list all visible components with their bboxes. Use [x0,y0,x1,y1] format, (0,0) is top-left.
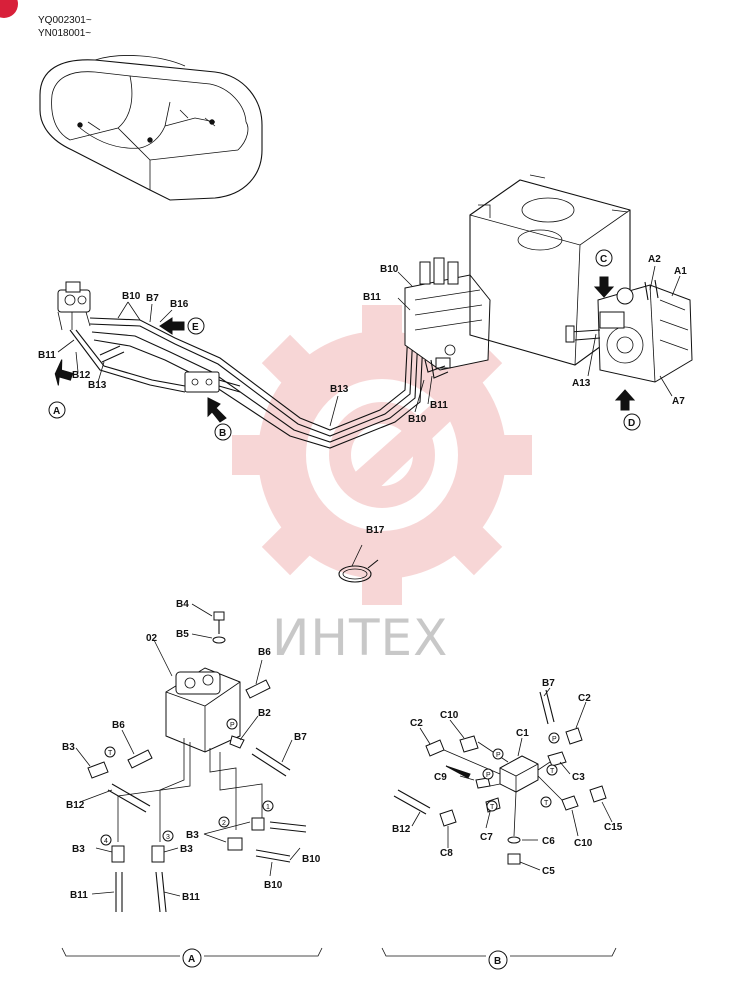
label-detail-b-c10-upper: C10 [440,710,459,721]
marker-d-circle [623,413,641,431]
label-detail-b-c6: C6 [542,836,555,847]
pilot-lines [69,304,443,449]
mark-detail-b-p3: P [486,772,491,779]
mark-detail-b-t1: T [550,768,555,775]
detail-a-illustration [61,603,323,957]
label-detail-a-b3-left: B3 [62,742,75,753]
label-detail-a-b6-upper: B6 [258,647,271,658]
label-detail-a-b10-lower: B10 [264,880,283,891]
manifold-block-b [184,371,241,393]
pilot-valve-left [57,281,91,331]
label-detail-a-b5: B5 [176,629,189,640]
label-b11-left: B11 [38,350,56,361]
label-detail-a-b12: B12 [66,800,85,811]
label-detail-b-c1: C1 [516,728,529,739]
detail-b-illustration [381,687,617,957]
label-b13-mid: B13 [330,384,349,395]
marker-c-circle [595,249,613,267]
arrow-A-icon [54,359,74,386]
detail-a-caption-circle [182,948,202,968]
label-detail-b-c9: C9 [434,772,447,783]
label-detail-b-c2-left: C2 [410,718,423,729]
label-detail-b-c7: C7 [480,832,493,843]
arrow-C-icon [593,276,615,298]
corner-badge-icon [0,0,18,18]
label-b13-left: B13 [88,380,107,391]
leader-lines-top [57,265,681,427]
mark-detail-a-2: 2 [222,820,226,827]
watermark-text: ИНТЕХ [272,609,448,667]
marker-a-circle [48,401,66,419]
serial-line-2: YN018001~ [38,28,91,39]
label-detail-a-02: 02 [146,633,158,644]
label-b12-top: B12 [72,370,91,381]
label-detail-b-c15: C15 [604,822,623,833]
detail-b-caption-circle [488,950,508,970]
label-detail-b-c2-right: C2 [578,693,591,704]
label-a-top: A [53,406,60,417]
mark-detail-a-3: 3 [166,834,170,841]
label-detail-a-b11-right: B11 [182,892,200,903]
machine-overview-illustration [39,55,263,201]
label-detail-a-b10-upper: B10 [302,854,321,865]
marker-e-circle [187,317,205,335]
label-a7: A7 [672,396,685,407]
mark-detail-b-t2: T [490,804,495,811]
label-b11-lower: B11 [430,400,448,411]
label-detail-b-c10-lower: C10 [574,838,593,849]
marker-b-circle [214,423,232,441]
label-b-top: B [219,428,226,439]
mark-detail-b-t3: T [544,800,549,807]
label-a13: A13 [572,378,591,389]
label-d: D [628,418,635,429]
detail-b-caption: B [494,956,501,967]
mark-detail-a-t: T [108,750,113,757]
mark-detail-a-4: 4 [104,838,108,845]
label-detail-b-c8: C8 [440,848,453,859]
label-detail-a-b3-lower-left: B3 [72,844,85,855]
label-detail-b-b12: B12 [392,824,411,835]
label-detail-a-b4: B4 [176,599,189,610]
label-detail-a-b2: B2 [258,708,271,719]
mark-detail-b-p1: P [496,752,501,759]
valve-lines [424,359,449,379]
serial-line-1: YQ002301~ [38,15,92,26]
control-valve [404,257,491,371]
label-b10-valve: B10 [380,264,399,275]
label-detail-b-c5: C5 [542,866,555,877]
mark-detail-a-1: 1 [266,804,270,811]
arrow-E-icon [159,317,185,335]
clamp-part [338,544,379,583]
arrow-D-icon [614,389,636,411]
label-detail-a-b7: B7 [294,732,307,743]
label-detail-a-b11-left: B11 [70,890,88,901]
detail-a-caption: A [188,954,195,965]
arrow-B-icon [207,397,227,423]
label-b10-lower: B10 [408,414,427,425]
label-detail-b-b7: B7 [542,678,555,689]
label-detail-a-b6-left: B6 [112,720,125,731]
hydraulic-pump [565,279,693,383]
label-e: E [192,322,199,333]
label-a2: A2 [648,254,661,265]
label-b17: B17 [366,525,385,536]
mark-detail-b-p2: P [552,736,557,743]
label-c: C [600,254,607,265]
label-b10-pilot: B10 [122,291,141,302]
label-detail-b-c3: C3 [572,772,585,783]
label-detail-a-b3-lower-mid: B3 [180,844,193,855]
mark-detail-a-p: P [230,722,235,729]
label-b11-valve: B11 [363,292,381,303]
label-b7-top: B7 [146,293,159,304]
label-a1: A1 [674,266,687,277]
label-detail-a-b3-right: B3 [186,830,199,841]
label-b16: B16 [170,299,189,310]
